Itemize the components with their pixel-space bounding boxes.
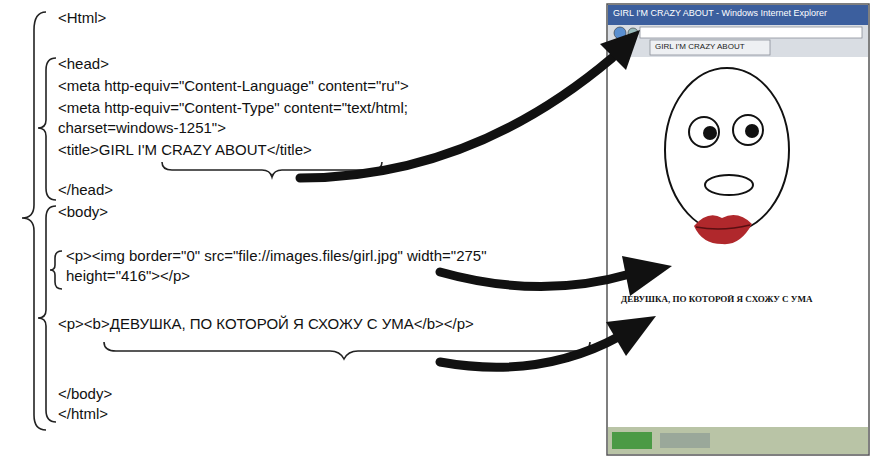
code-line: <p><b>ДЕВУШКА, ПО КОТОРОЙ Я СХОЖУ С УМА<… [58, 314, 528, 334]
code-line: <p><img border="0" src="file://images.fi… [66, 246, 536, 286]
page-caption: ДЕВУШКА, ПО КОТОРОЙ Я СХОЖУ С УМА [621, 294, 812, 304]
tab-title: GIRL I'M CRAZY ABOUT [655, 42, 745, 51]
face-picture [665, 68, 789, 244]
code-line: <meta http-equiv="Content-Language" cont… [58, 76, 528, 96]
browser-screenshot [607, 4, 869, 455]
code-line: </body> [58, 384, 528, 404]
code-line: <title>GIRL I'M CRAZY ABOUT</title> [58, 140, 528, 160]
code-line: <meta http-equiv="Content-Type" content=… [58, 98, 528, 138]
code-line: </head> [58, 180, 528, 200]
code-line: <body> [58, 202, 528, 222]
browser-window: GIRL I'M CRAZY ABOUT - Windows Internet … [607, 4, 869, 455]
code-line: </html> [58, 404, 528, 424]
window-title: GIRL I'M CRAZY ABOUT - Windows Internet … [613, 8, 827, 18]
code-line: <head> [58, 54, 528, 74]
code-line: <Html> [58, 8, 528, 28]
